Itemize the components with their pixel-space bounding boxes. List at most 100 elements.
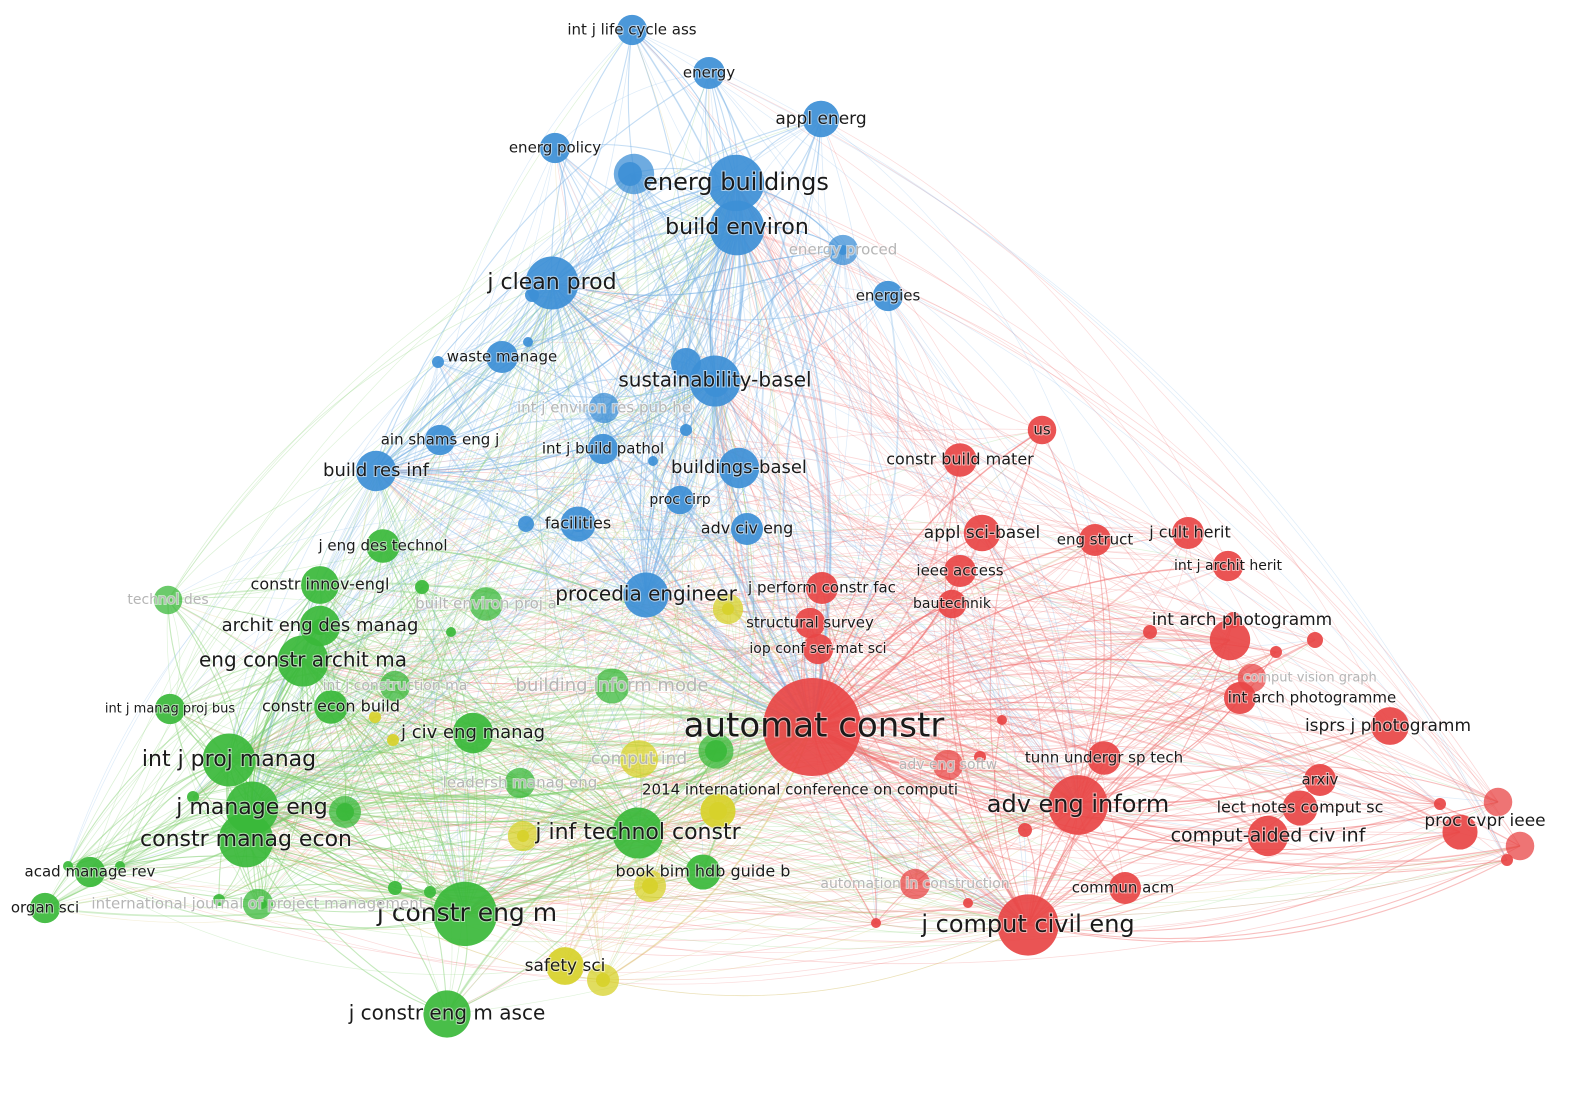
journal-node[interactable] — [963, 898, 973, 908]
journal-node[interactable] — [523, 337, 533, 347]
journal-node-procedia-engineer[interactable] — [623, 572, 669, 618]
journal-node-constr-manag-econ[interactable] — [218, 812, 274, 868]
journal-node[interactable] — [1434, 798, 1446, 810]
journal-node[interactable] — [722, 603, 734, 615]
journal-node-constr-econ-build[interactable] — [314, 690, 348, 724]
journal-node[interactable] — [257, 899, 267, 909]
journal-node-constr-innov-engl[interactable] — [301, 566, 339, 604]
journal-node-energies[interactable] — [872, 280, 904, 312]
journal-node-j-cult-herit[interactable] — [1171, 516, 1205, 550]
journal-node[interactable] — [671, 348, 701, 378]
journal-node-organ-sci[interactable] — [29, 892, 61, 924]
journal-node-eng-struct[interactable] — [1078, 523, 1112, 557]
journal-node[interactable] — [518, 516, 534, 532]
journal-node[interactable] — [1143, 625, 1157, 639]
journal-node[interactable] — [680, 424, 692, 436]
journal-node-red-faint-conf[interactable] — [1505, 831, 1535, 861]
journal-node-constr-build-mater[interactable] — [943, 443, 977, 477]
journal-node[interactable] — [705, 740, 727, 762]
journal-node-safety-sci[interactable] — [546, 947, 584, 985]
journal-node-comput-ind[interactable] — [620, 740, 658, 778]
journal-node[interactable] — [168, 704, 176, 712]
journal-node-isprs-j-photogramm[interactable] — [1371, 707, 1409, 745]
journal-node[interactable] — [63, 861, 73, 871]
journal-node-eng-constr-archit-ma[interactable] — [277, 635, 329, 687]
journal-node[interactable] — [974, 751, 986, 763]
journal-node-building-inform-mode[interactable] — [594, 668, 630, 704]
journal-node-int-j-env-res[interactable] — [588, 392, 620, 424]
journal-node-j-constr-eng-m-asce[interactable] — [423, 990, 471, 1038]
journal-node-int-j-build-pathol[interactable] — [587, 433, 619, 465]
journal-node[interactable] — [525, 288, 539, 302]
journal-node-j-perform-constr-fac[interactable] — [805, 571, 839, 605]
journal-node[interactable] — [642, 878, 658, 894]
journal-node-automation-in-construction[interactable] — [899, 868, 931, 900]
journal-node-int-j-proj-manag[interactable] — [202, 733, 256, 787]
journal-node-proc-cirp[interactable] — [665, 485, 695, 515]
journal-node-j-eng-des-technol[interactable] — [366, 529, 400, 563]
journal-node-j-comput-civil-eng[interactable] — [997, 894, 1059, 956]
journal-node-adv-eng-softw[interactable] — [932, 749, 964, 781]
journal-node-adv-eng-inform[interactable] — [1048, 775, 1108, 835]
journal-node[interactable] — [517, 830, 529, 842]
journal-node-arxiv[interactable] — [1303, 763, 1337, 797]
journal-node-appl-sci-basel[interactable] — [963, 514, 1001, 552]
journal-node-structural-survey[interactable] — [794, 607, 826, 639]
journal-node-ain-shams-eng-j[interactable] — [424, 424, 456, 456]
journal-node-int-arch-photogramm[interactable] — [1209, 619, 1251, 661]
journal-node[interactable] — [415, 580, 429, 594]
journal-node[interactable] — [997, 715, 1007, 725]
journal-node-int-j-life-cycle-ass[interactable] — [616, 14, 648, 46]
journal-node-build-environ[interactable] — [709, 200, 765, 256]
journal-node[interactable] — [1225, 612, 1241, 628]
journal-node-energ-policy[interactable] — [539, 132, 571, 164]
journal-node-j-civ-eng-manag[interactable] — [452, 712, 494, 754]
journal-node[interactable] — [570, 516, 586, 532]
journal-node-acad-manage-rev[interactable] — [74, 856, 106, 888]
journal-node-j-inf-technol-constr[interactable] — [612, 807, 664, 859]
journal-node[interactable] — [387, 734, 399, 746]
journal-node[interactable] — [871, 918, 881, 928]
journal-node[interactable] — [1501, 854, 1513, 866]
journal-node[interactable] — [618, 162, 642, 186]
journal-node[interactable] — [388, 881, 402, 895]
journal-node[interactable] — [446, 627, 456, 637]
journal-node[interactable] — [1270, 646, 1282, 658]
journal-node-waste-manage[interactable] — [485, 340, 519, 374]
journal-node-bautechnik[interactable] — [937, 589, 967, 619]
journal-node-commun-acm[interactable] — [1108, 871, 1142, 905]
journal-node-red-faint-robot[interactable] — [1483, 787, 1513, 817]
journal-node-int-j-archit-herit[interactable] — [1212, 550, 1244, 582]
journal-node-comput-aided-civ-inf[interactable] — [1247, 815, 1289, 857]
journal-node[interactable] — [703, 371, 729, 397]
journal-node-book-bim-hdb[interactable] — [685, 854, 721, 890]
journal-node[interactable] — [336, 803, 354, 821]
journal-node[interactable] — [213, 894, 225, 906]
journal-node[interactable] — [1307, 632, 1323, 648]
journal-node-iop-conf-ser[interactable] — [802, 633, 834, 665]
journal-node-computer-vision[interactable] — [1237, 663, 1267, 693]
journal-node[interactable] — [369, 711, 381, 723]
journal-node-int-j-construction[interactable] — [379, 670, 411, 702]
journal-node-automat-constr[interactable] — [763, 678, 861, 776]
journal-node[interactable] — [424, 886, 436, 898]
journal-node-appl-energ[interactable] — [802, 100, 840, 138]
journal-node-build-res-inf[interactable] — [355, 450, 397, 492]
journal-node[interactable] — [838, 245, 848, 255]
journal-node[interactable] — [187, 791, 199, 803]
journal-node[interactable] — [432, 356, 444, 368]
journal-node-proc-cvpr-ieee[interactable] — [1442, 814, 1478, 850]
journal-node-us[interactable] — [1027, 415, 1057, 445]
journal-node[interactable] — [312, 619, 328, 635]
journal-node-buildings-basel[interactable] — [718, 447, 760, 489]
journal-node-j-constr-eng-m[interactable] — [432, 881, 498, 947]
journal-node[interactable] — [709, 802, 727, 820]
journal-node-tunn-undergr-sp-tech[interactable] — [1087, 741, 1121, 775]
journal-node[interactable] — [1018, 823, 1032, 837]
journal-node-energy[interactable] — [692, 56, 726, 90]
journal-node-ieee-access[interactable] — [943, 554, 977, 588]
journal-node-adv-civ-eng[interactable] — [730, 512, 764, 546]
journal-node-built-environ-proj[interactable] — [469, 587, 503, 621]
journal-node-technol-des[interactable] — [153, 585, 183, 615]
journal-node[interactable] — [648, 456, 658, 466]
